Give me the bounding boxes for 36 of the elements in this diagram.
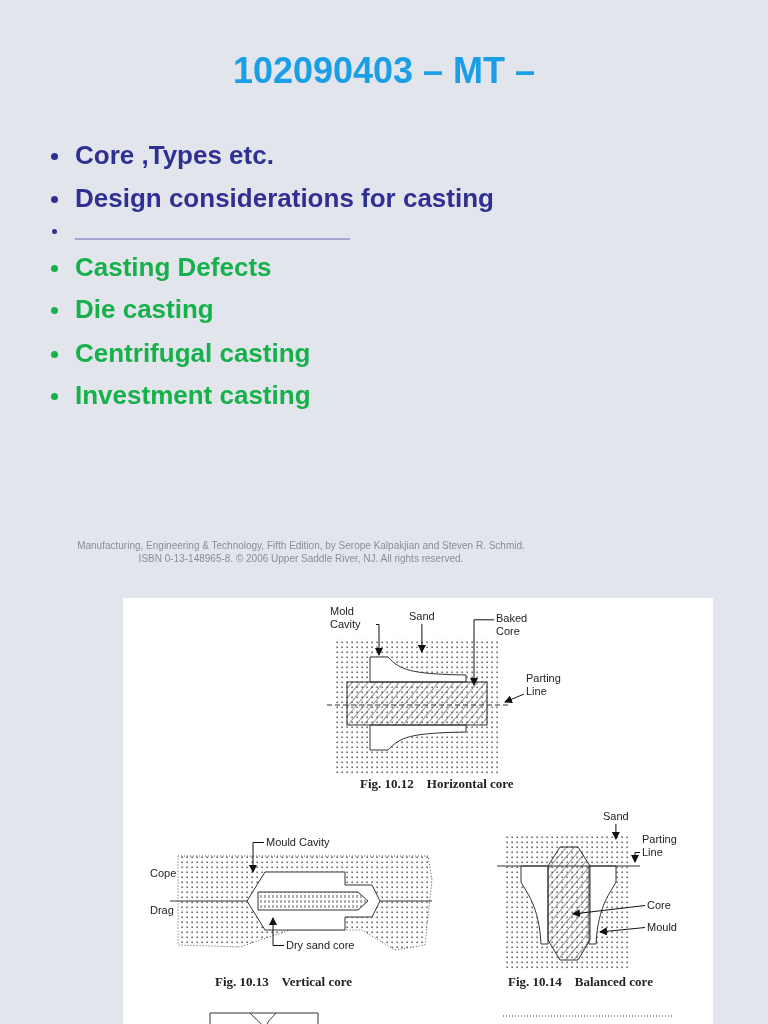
part-label: Mold Cavity — [330, 605, 374, 631]
part-label: Mould Cavity — [266, 836, 330, 849]
bullet-text: Die casting — [75, 294, 214, 325]
leader-line — [611, 823, 620, 840]
part-label: Cope — [150, 867, 177, 880]
balanced-core-drawing — [496, 836, 641, 971]
leader-line — [417, 623, 426, 653]
slide-title: 102090403 – MT – — [231, 50, 537, 92]
leader-line — [470, 619, 495, 686]
leader-line — [631, 852, 641, 863]
figure-caption: Fig. 10.12 Horizontal core — [360, 776, 514, 792]
part-label: Sand — [603, 810, 629, 823]
leader-line — [375, 624, 383, 656]
part-label: Drag — [150, 904, 174, 917]
horizontal-core-drawing — [326, 638, 511, 775]
leader-line — [572, 905, 646, 918]
leader-line — [249, 842, 265, 873]
figure-caption: Fig. 10.13 Vertical core — [215, 974, 352, 990]
bullet-text: Core ,Types etc. — [75, 140, 274, 171]
part-label: Mould — [647, 921, 677, 934]
figure-caption: Fig. 10.14 Balanced core — [508, 974, 653, 990]
part-label: Core — [647, 899, 671, 912]
bullet-text: Centrifugal casting — [75, 338, 311, 369]
bullet-text: Investment casting — [75, 380, 311, 411]
part-label: Parting Line — [526, 672, 570, 698]
leader-line — [269, 917, 285, 946]
leader-line — [504, 693, 525, 703]
citation-text: ISBN 0-13-148965-8. © 2006 Upper Saddle River, NJ. All rights reserved. — [137, 553, 465, 564]
part-label: Parting Line — [642, 833, 686, 859]
leader-line — [599, 927, 646, 936]
part-label: Dry sand core — [286, 939, 355, 952]
bullet-text: Design considerations for casting — [75, 183, 494, 214]
part-label: Baked Core — [496, 612, 540, 638]
part-label: Sand — [409, 610, 435, 623]
bullet-text: Casting Defects — [75, 252, 272, 283]
citation-text: Manufacturing, Engineering & Technology, Fifth Edition, by Serope Kalpakjian and Steven R. Schmid. — [76, 540, 526, 551]
